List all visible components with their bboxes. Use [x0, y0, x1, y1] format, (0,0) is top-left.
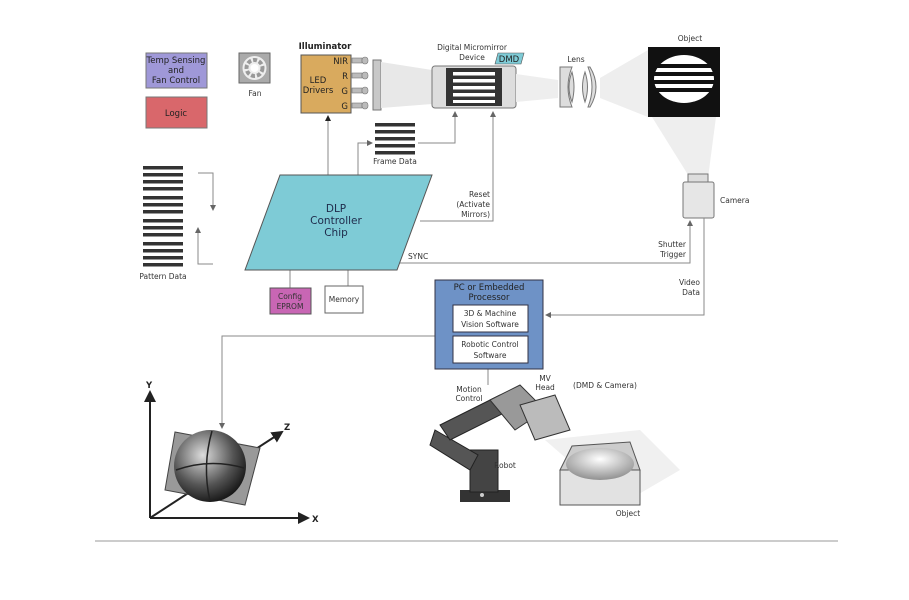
fan-label: Fan: [249, 89, 262, 98]
memory-block: Memory: [324, 285, 364, 314]
camera-label: Camera: [720, 196, 749, 205]
robot-arm: [429, 384, 571, 502]
dmd-camera-label: (DMD & Camera): [573, 381, 637, 390]
mv-head-label: Head: [535, 383, 555, 392]
vision-software-label: 3D & Machine: [464, 309, 517, 318]
axis-y-label: Y: [145, 381, 153, 391]
motion-control-label: Motion: [456, 385, 482, 394]
temp-sensing-block: Temp Sensing and Fan Control: [145, 52, 208, 89]
dmd-tag: DMD: [499, 55, 520, 65]
illuminator-label: Illuminator: [299, 42, 353, 52]
reset-label: (Activate: [456, 200, 490, 209]
dlp-chip-label: Controller: [310, 215, 362, 227]
frame-data-label: Frame Data: [373, 157, 417, 166]
reset-label: Reset: [469, 190, 490, 199]
scanned-sphere: [164, 430, 261, 506]
led-drivers-block: LED Drivers NIR R G G: [300, 54, 352, 114]
shutter-trigger-label: Shutter: [658, 240, 687, 249]
object-bottom-label: Object: [616, 509, 640, 518]
light-beam: [381, 62, 432, 108]
pattern-data-label: Pattern Data: [139, 272, 186, 281]
memory-label: Memory: [329, 295, 360, 304]
dlp-controller-chip: DLP Controller Chip: [244, 174, 433, 271]
logic-block: Logic: [145, 96, 208, 129]
projected-object: [648, 47, 720, 117]
video-data-label: Video: [679, 278, 700, 287]
config-eprom-label: Config: [278, 292, 302, 301]
temp-sensing-label: and: [168, 66, 184, 76]
video-data-label: Data: [682, 288, 700, 297]
robotic-software-label: Robotic Control: [461, 340, 518, 349]
logic-label: Logic: [165, 109, 188, 119]
pc-title: PC or Embedded: [454, 283, 525, 293]
light-beam: [516, 74, 558, 102]
led-drivers-label: LED: [310, 76, 327, 86]
object-top-label: Object: [678, 34, 702, 43]
bottom-object: [559, 441, 641, 506]
dlp-chip-label: Chip: [324, 227, 348, 239]
pc-title: Processor: [469, 293, 510, 303]
lens-icon: [559, 66, 597, 108]
light-beam: [652, 117, 716, 178]
frame-data-icon: [375, 123, 415, 155]
temp-sensing-label: Temp Sensing: [146, 56, 206, 66]
dmd-title: Device: [459, 53, 485, 62]
pattern-data-icon: [143, 166, 183, 267]
diffuser-icon: [372, 59, 382, 111]
shutter-trigger-label: Trigger: [659, 250, 687, 259]
loop-arrow: [198, 172, 216, 211]
dmd-title: Digital Micromirror: [437, 43, 508, 52]
mv-head-label: MV: [539, 374, 551, 383]
axis-z-label: Z: [284, 423, 290, 433]
led-channel-nir: NIR: [333, 57, 348, 67]
camera-icon: [682, 173, 715, 219]
led-drivers-label: Drivers: [303, 86, 334, 96]
sync-label: SYNC: [408, 252, 428, 261]
axis-x-label: X: [312, 515, 319, 525]
light-beam: [600, 50, 648, 117]
dlp-chip-label: DLP: [326, 203, 346, 215]
config-eprom-label: EPROM: [277, 302, 304, 311]
led-channel-g: G: [341, 87, 348, 97]
led-channel-r: R: [342, 72, 348, 82]
led-emitters-icon: [351, 56, 369, 110]
pc-processor-block: PC or Embedded Processor 3D & Machine Vi…: [434, 279, 544, 370]
dmd-device: DMD: [431, 52, 525, 109]
led-channel-g2: G: [341, 102, 348, 112]
vision-software-label: Vision Software: [461, 320, 519, 329]
config-eprom-block: Config EPROM: [269, 287, 312, 315]
loop-arrow: [195, 227, 213, 265]
temp-sensing-label: Fan Control: [152, 76, 200, 86]
robot-label: Robot: [494, 461, 516, 470]
fan-icon: [238, 52, 271, 84]
reset-label: Mirrors): [461, 210, 490, 219]
motion-control-label: Control: [455, 394, 482, 403]
lens-label: Lens: [567, 55, 584, 64]
robotic-software-label: Software: [473, 351, 506, 360]
